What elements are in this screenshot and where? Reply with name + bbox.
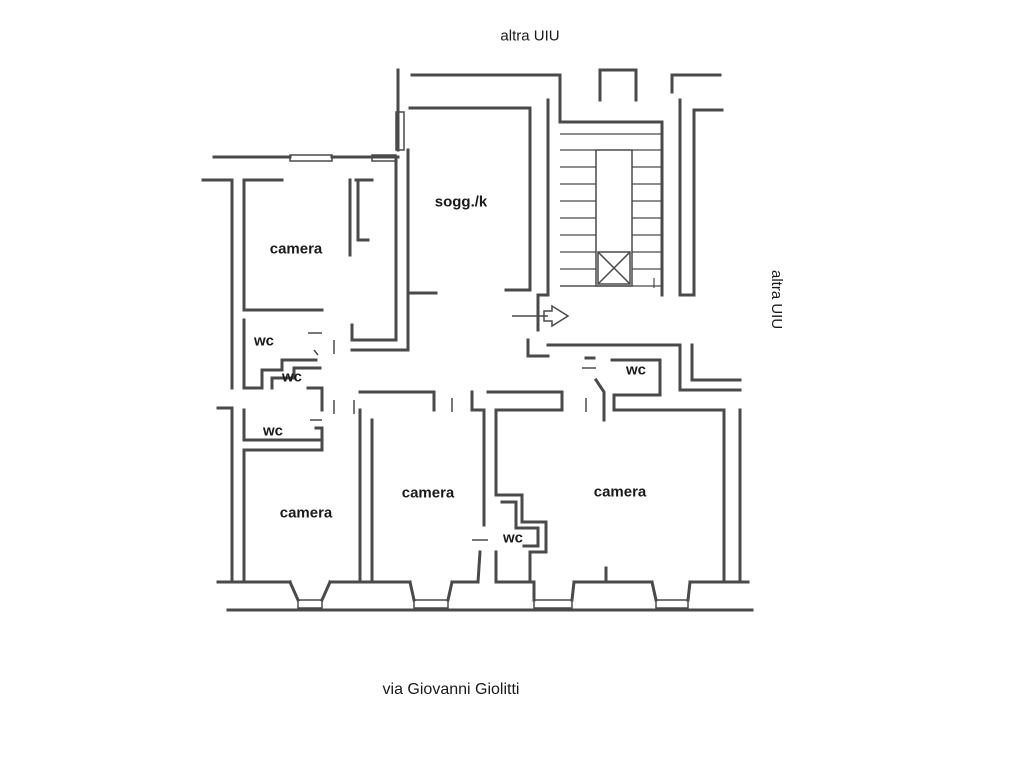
room-label-wc-center: wc bbox=[502, 529, 524, 547]
room-label-bedroom-bottom-middle: camera bbox=[401, 484, 455, 502]
room-label-wc-right: wc bbox=[625, 361, 647, 379]
walls bbox=[201, 68, 754, 612]
room-label-bedroom-bottom-right: camera bbox=[593, 483, 647, 501]
lift-shaft-icon bbox=[597, 251, 631, 285]
entrance-arrow-icon bbox=[512, 304, 570, 328]
room-label-wc-middle-left: wc bbox=[262, 422, 284, 440]
room-label-bedroom-top-left: camera bbox=[269, 240, 323, 258]
door-marks bbox=[308, 332, 596, 541]
staircase bbox=[560, 133, 662, 288]
windows bbox=[289, 111, 689, 609]
room-label-wc-top-left: wc bbox=[253, 332, 275, 350]
room-label-wc-top-left-inner: wc bbox=[281, 368, 303, 386]
top-neighbor-label: altra UIU bbox=[500, 27, 560, 45]
street-label: via Giovanni Giolitti bbox=[382, 681, 520, 698]
room-label-living-kitchen: sogg./k bbox=[434, 193, 488, 211]
right-neighbor-label: altra UIU bbox=[768, 270, 785, 330]
room-label-bedroom-bottom-left: camera bbox=[279, 504, 333, 522]
